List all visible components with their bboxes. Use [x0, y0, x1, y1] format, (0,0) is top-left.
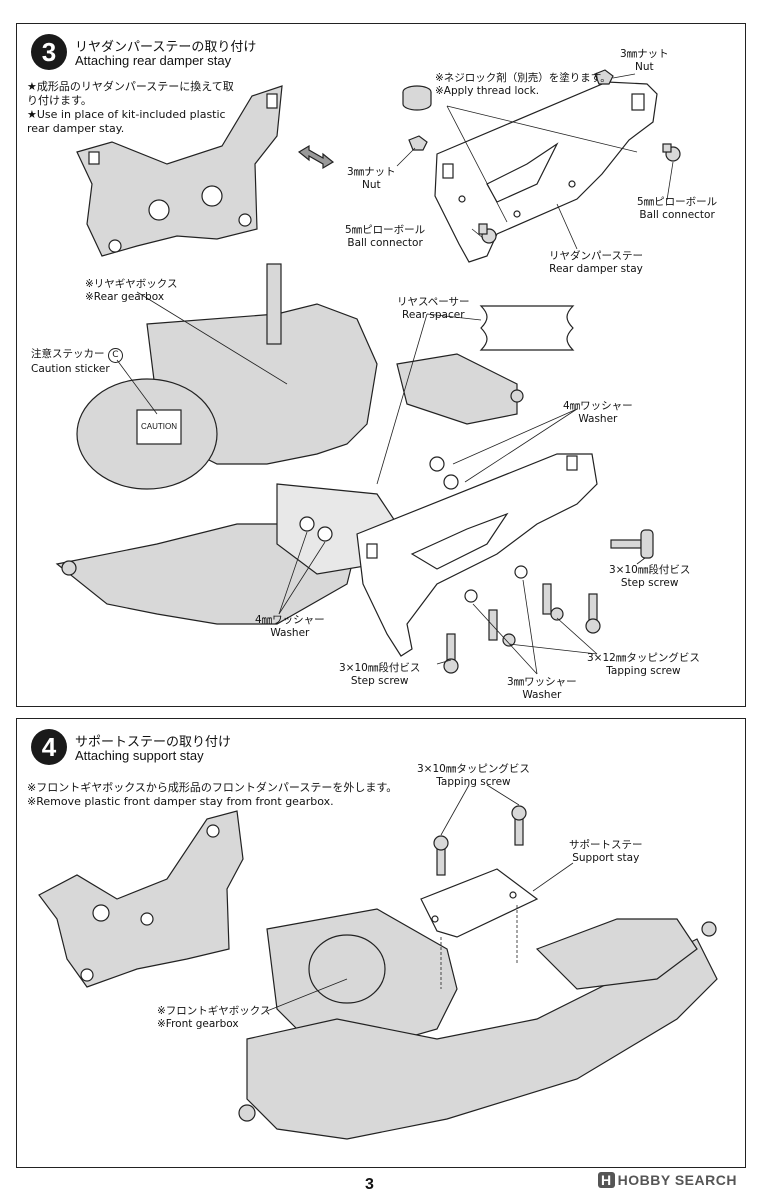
- step-note-en: ※Remove plastic front damper stay from f…: [27, 795, 334, 808]
- label-thread-lock: ※ネジロック剤（別売）を塗ります。※Apply thread lock.: [435, 72, 611, 97]
- label-front-gearbox: ※フロントギヤボックス※Front gearbox: [157, 1005, 271, 1030]
- rear-gearbox-chassis-illustration: CAUTION: [55, 263, 524, 625]
- step-3-illustration: CAUTION: [55, 69, 681, 675]
- step-title-en: Attaching support stay: [75, 748, 204, 763]
- support-stay-illustration: [420, 868, 539, 938]
- tapping-screw-icon: [542, 583, 564, 621]
- step-note: ★成形品のリヤダンパーステーに換えて取り付けます。 ★Use in place …: [27, 80, 237, 136]
- tapping-screw-icon: [488, 609, 516, 647]
- label-rear-gearbox: ※リヤギヤボックス※Rear gearbox: [85, 278, 178, 303]
- step-title-jp: サポートステーの取り付け: [75, 735, 232, 750]
- rear-damper-stay-illustration: [434, 81, 658, 263]
- rear-spacer-icon: [479, 305, 575, 351]
- caution-sticker-text: CAUTION: [141, 422, 177, 431]
- front-damper-stay-illustration: [38, 810, 244, 988]
- tapping-screw-icon: [511, 805, 527, 846]
- caution-sticker-icon: [136, 409, 182, 445]
- washer-icon: [464, 589, 478, 603]
- step-note: ※フロントギヤボックスから成形品のフロントダンパーステーを外します。 ※Remo…: [27, 781, 447, 809]
- page-number: 3: [365, 1176, 374, 1193]
- step-title-jp: リヤダンパーステーの取り付け: [75, 40, 257, 55]
- nut-icon: [594, 69, 614, 85]
- step-note-en: ★Use in place of kit-included plastic re…: [27, 108, 226, 135]
- step-screw-icon: [443, 633, 459, 674]
- step-number-badge: 3: [31, 34, 67, 70]
- thread-lock-bottle-icon: [402, 85, 432, 111]
- front-gearbox-chassis-illustration: [238, 908, 718, 1140]
- washer-icon: [429, 456, 445, 472]
- nut-icon: [408, 135, 428, 151]
- step-screw-icon: [610, 529, 654, 559]
- washer-icon: [514, 565, 528, 579]
- rear-damper-stay-mounted: [356, 453, 598, 657]
- ball-connector-icon: [478, 223, 497, 244]
- ball-connector-icon: [662, 143, 681, 162]
- caution-mark-icon: C: [107, 348, 123, 363]
- washer-icon: [317, 526, 333, 542]
- step-note-jp: ※フロントギヤボックスから成形品のフロントダンパーステーを外します。: [27, 781, 398, 794]
- step-4-panel: 4 サポートステーの取り付け Attaching support stay ※フ…: [16, 718, 746, 1168]
- step-note-jp: ★成形品のリヤダンパーステーに換えて取り付けます。: [27, 80, 234, 107]
- step-number-badge: 4: [31, 729, 67, 765]
- step-4-illustration: [38, 784, 718, 1140]
- plastic-damper-stay-illustration: [76, 85, 283, 257]
- step-screw-icon: [585, 593, 601, 634]
- exchange-arrow-icon: [297, 144, 335, 170]
- label-caution-sticker: 注意ステッカー C Caution sticker: [31, 348, 123, 376]
- step-title-en: Attaching rear damper stay: [75, 53, 232, 68]
- step-3-panel: 3 リヤダンパーステーの取り付け Attaching rear damper s…: [16, 23, 746, 707]
- washer-icon: [443, 474, 459, 490]
- tapping-screw-icon: [433, 835, 449, 876]
- washer-icon: [299, 516, 315, 532]
